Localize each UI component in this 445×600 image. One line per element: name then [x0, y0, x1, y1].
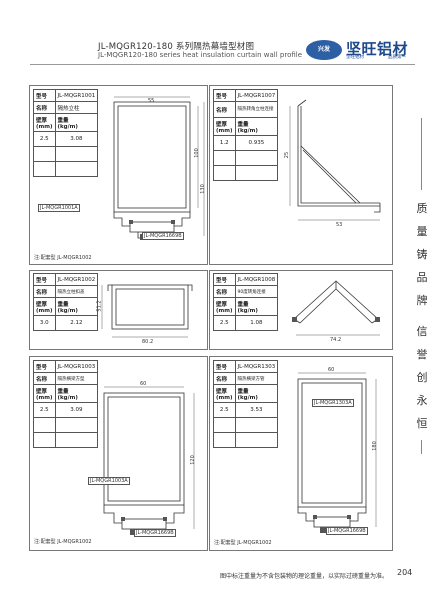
- spec-weight-value: 1.08: [234, 315, 279, 331]
- profile-drawing-3: [101, 284, 193, 338]
- slogan-divider-top: [421, 118, 422, 190]
- companion-note: 注:配套型 JL-MQGR1002: [34, 539, 92, 545]
- part-label-b: JL-MQGR1669B: [326, 527, 368, 535]
- profile-drawing-5: [103, 386, 195, 535]
- dim-height-inner-label: 100: [193, 148, 200, 158]
- weight-note: 图中标注重量为不含包装物的理论重量，以实际过磅重量为准。: [220, 573, 389, 580]
- slogan-char: 创: [416, 371, 428, 384]
- part-label-a: JL-MQGR1001A: [38, 204, 80, 212]
- dim-a-label: 53: [336, 222, 343, 228]
- dim-width-label: 60: [328, 367, 335, 373]
- dim-width-label: 60: [140, 381, 147, 387]
- dim-height-label: 180: [371, 441, 378, 451]
- slogan-char: 品: [416, 271, 428, 284]
- page-number: 204: [397, 568, 413, 577]
- spec-weight-value: 0.935: [234, 135, 279, 151]
- header-divider: [30, 64, 415, 65]
- companion-note: 注:配套型 JL-MQGR1002: [34, 255, 92, 261]
- companion-note: 注:配套型 JL-MQGR1002: [214, 540, 272, 546]
- slogan-char: 恒: [416, 417, 428, 430]
- brand-logo-icon: 兴发: [306, 40, 342, 60]
- spec-weight-label: 重量(kg/m): [234, 384, 279, 403]
- slogan-divider-bottom: [421, 440, 422, 454]
- dim-b-label: 25: [284, 151, 291, 159]
- part-label-a: JL-MQGR1003A: [88, 477, 130, 485]
- profile-drawing-2: [289, 99, 381, 221]
- dim-width-label: 74.2: [330, 337, 342, 343]
- page-title: JL-MQGR120-180 系列隔热幕墙型材图: [98, 42, 255, 52]
- dim-width-label: 55: [148, 98, 155, 104]
- slogan-char: 信: [416, 325, 428, 338]
- profile-drawing-6: [297, 372, 377, 533]
- part-label-b: JL-MQGR1669B: [134, 529, 176, 537]
- spec-weight-value: 2.12: [54, 315, 99, 331]
- slogan-char: 质: [416, 202, 428, 215]
- dim-width-label: 80.2: [142, 339, 154, 345]
- page-subtitle: JL-MQGR120-180 series heat insulation cu…: [98, 51, 303, 59]
- slogan-char: 永: [416, 394, 428, 407]
- dim-height-label: 51.2: [96, 300, 103, 312]
- slogan-char: 牌: [416, 294, 428, 307]
- profile-drawing-4: [292, 280, 380, 336]
- slogan-char: 誉: [416, 348, 428, 361]
- dim-height-total-label: 130: [199, 184, 206, 194]
- spec-weight-label: 重量(kg/m): [234, 117, 279, 136]
- dim-height-label: 120: [189, 455, 196, 465]
- spec-thickness-value: 2.5: [213, 315, 236, 331]
- brand-tagline-right: 品质第一: [388, 55, 406, 60]
- slogan-char: 铸: [416, 248, 428, 261]
- brand-name: 坚旺铝材: [346, 40, 409, 58]
- part-label-b: JL-MQGR1669B: [142, 232, 184, 240]
- part-label-a: JL-MQGR1303A: [312, 399, 354, 407]
- brand-tagline-left: 坚旺铝材: [346, 55, 364, 60]
- spec-model-value: JL-MQGR1303: [234, 360, 279, 373]
- slogan-char: 量: [416, 225, 428, 238]
